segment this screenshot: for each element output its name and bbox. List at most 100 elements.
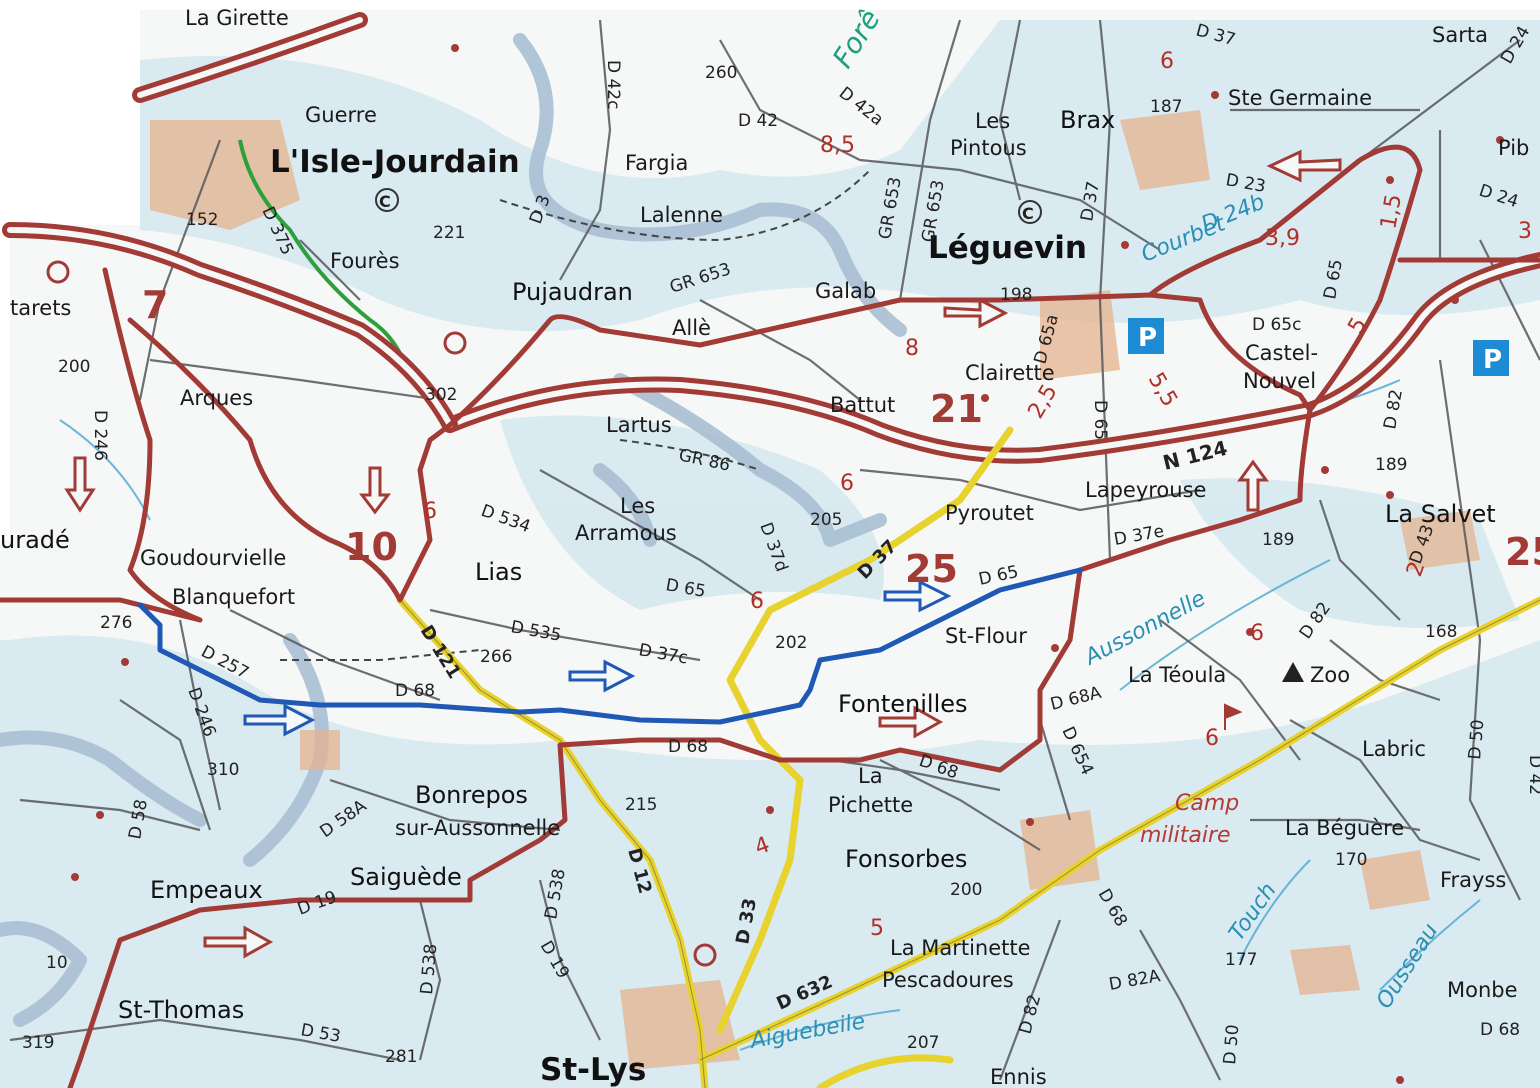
elevation-260: 260 <box>705 63 737 83</box>
hamlet-pib: Pib <box>1498 136 1529 160</box>
hamlet-pyroutet: Pyroutet <box>945 501 1034 525</box>
elevation-310: 310 <box>207 760 239 780</box>
elevation-302: 302 <box>425 385 457 405</box>
hamlet-la-pichette-2: Pichette <box>828 793 913 817</box>
road-d65: D 65 <box>1090 400 1110 440</box>
village-bonrepos: Bonrepos <box>415 781 528 809</box>
elevation-177: 177 <box>1225 950 1257 970</box>
distance-6-b: 6 <box>423 499 437 524</box>
hamlet-fargia: Fargia <box>625 151 688 175</box>
elevation-10: 10 <box>46 953 68 973</box>
hamlet-la-pichette-1: La <box>858 764 883 788</box>
svg-text:P: P <box>1483 345 1502 375</box>
elevation-221: 221 <box>433 223 465 243</box>
road-d68-bottom: D 68 <box>1480 1020 1520 1040</box>
circuit-number-25-edge: 25 <box>1505 530 1540 574</box>
gr-trails <box>280 169 871 661</box>
hamlet-arramous-1: Les <box>620 494 655 518</box>
road-d42c: D 42c <box>603 60 623 109</box>
minor-roads <box>9 19 1540 1081</box>
town-lisle-jourdain: L'Isle-Jourdain <box>270 144 520 180</box>
town-circle-icon <box>46 260 717 967</box>
hamlet-monbe: Monbe <box>1447 978 1518 1002</box>
green-trail <box>238 139 412 381</box>
circuit-number-25: 25 <box>905 547 958 591</box>
hamlet-arramous-2: Arramous <box>575 521 677 545</box>
road-d68-top: D 68 <box>395 681 435 701</box>
hamlet-pescadoures: Pescadoures <box>882 968 1014 992</box>
elevation-215: 215 <box>625 795 657 815</box>
elevation-202: 202 <box>775 633 807 653</box>
elevation-187: 187 <box>1150 97 1182 117</box>
distance-8-5: 8,5 <box>820 133 855 158</box>
distance-6-top: 6 <box>1160 49 1174 74</box>
town-st-lys: St-Lys <box>540 1052 646 1088</box>
distance-5-b: 5 <box>870 916 884 941</box>
hamlet-battut: Battut <box>830 393 895 417</box>
hamlet-blanquefort: Blanquefort <box>172 585 295 609</box>
hamlet-lapeyrouse: Lapeyrouse <box>1085 478 1206 502</box>
elevation-319: 319 <box>22 1033 54 1053</box>
elevation-266: 266 <box>480 647 512 667</box>
camp-militaire-line-1: Camp <box>1175 791 1239 816</box>
yellow-road-edges <box>399 599 1540 1088</box>
road-d42: D 42 <box>738 111 778 131</box>
hamlet-lartus: Lartus <box>606 413 672 437</box>
circuit-number-10: 10 <box>345 525 398 569</box>
valley-bands <box>0 33 907 1027</box>
direction-arrow-icon <box>64 149 1342 959</box>
hamlet-lalanne: Lalenne <box>640 203 723 227</box>
village-lias: Lias <box>475 558 522 586</box>
distance-8: 8 <box>905 336 919 361</box>
hamlet-foures: Fourès <box>330 249 400 273</box>
zoo-triangle-icon <box>1282 662 1304 682</box>
hamlet-sur-aussonnelle: sur-Aussonnelle <box>395 816 560 840</box>
road-d42r: D 42 <box>1525 755 1540 795</box>
n7-highway <box>2 12 458 433</box>
elevation-170: 170 <box>1335 850 1367 870</box>
hamlet-goudourvielle: Goudourvielle <box>140 546 286 570</box>
village-pujaudran: Pujaudran <box>512 278 633 306</box>
hamlet-les-pintous-1: Les <box>975 109 1010 133</box>
distance-6-c: 6 <box>750 589 764 614</box>
road-d50b: D 50 <box>1220 1024 1243 1066</box>
distance-6-d: 6 <box>1250 621 1264 646</box>
elevation-205: 205 <box>810 510 842 530</box>
town-leguevin: Léguevin <box>928 230 1087 266</box>
village-gurade: uradé <box>0 526 70 554</box>
hamlet-galab: Galab <box>815 279 876 303</box>
distance-3: 3 <box>1518 219 1532 244</box>
flag-icon <box>1224 703 1243 730</box>
church-icon <box>71 44 1504 1084</box>
village-fontenilles: Fontenilles <box>838 690 968 718</box>
built-up-areas <box>150 110 1480 1070</box>
hamlet-la-girette: La Girette <box>185 6 289 30</box>
hamlet-fraysse: Frayss <box>1440 868 1506 892</box>
hamlet-la-beguere: La Béguère <box>1285 816 1404 840</box>
elevation-281: 281 <box>385 1047 417 1067</box>
terrain-shading <box>0 20 1540 1088</box>
red-circuits <box>0 144 1540 1088</box>
elevation-200: 200 <box>58 357 90 377</box>
hamlet-castel-2: Nouvel <box>1243 369 1316 393</box>
road-d50: D 50 <box>1465 719 1488 761</box>
blue-route <box>137 567 1083 725</box>
village-saiguede: Saiguède <box>350 863 462 891</box>
hamlet-labric: Labric <box>1362 737 1426 761</box>
parking-icon: P P <box>1128 318 1509 376</box>
circuit-number-7: 7 <box>142 283 168 327</box>
castle-symbol-2: C <box>1022 204 1034 223</box>
road-d246-top: D 246 <box>90 410 110 461</box>
elevation-207: 207 <box>907 1033 939 1053</box>
village-brax: Brax <box>1060 106 1115 134</box>
elevation-276: 276 <box>100 613 132 633</box>
hamlet-clairette: Clairette <box>965 361 1055 385</box>
castle-symbol-1: C <box>379 192 391 211</box>
road-d538b: D 538 <box>417 943 441 996</box>
elevation-189: 189 <box>1375 455 1407 475</box>
hamlet-la-teoula: La Téoula <box>1128 663 1226 687</box>
n124-expressway <box>442 252 1540 464</box>
hamlet-sarta: Sarta <box>1432 23 1488 47</box>
elevation-152: 152 <box>186 210 218 230</box>
